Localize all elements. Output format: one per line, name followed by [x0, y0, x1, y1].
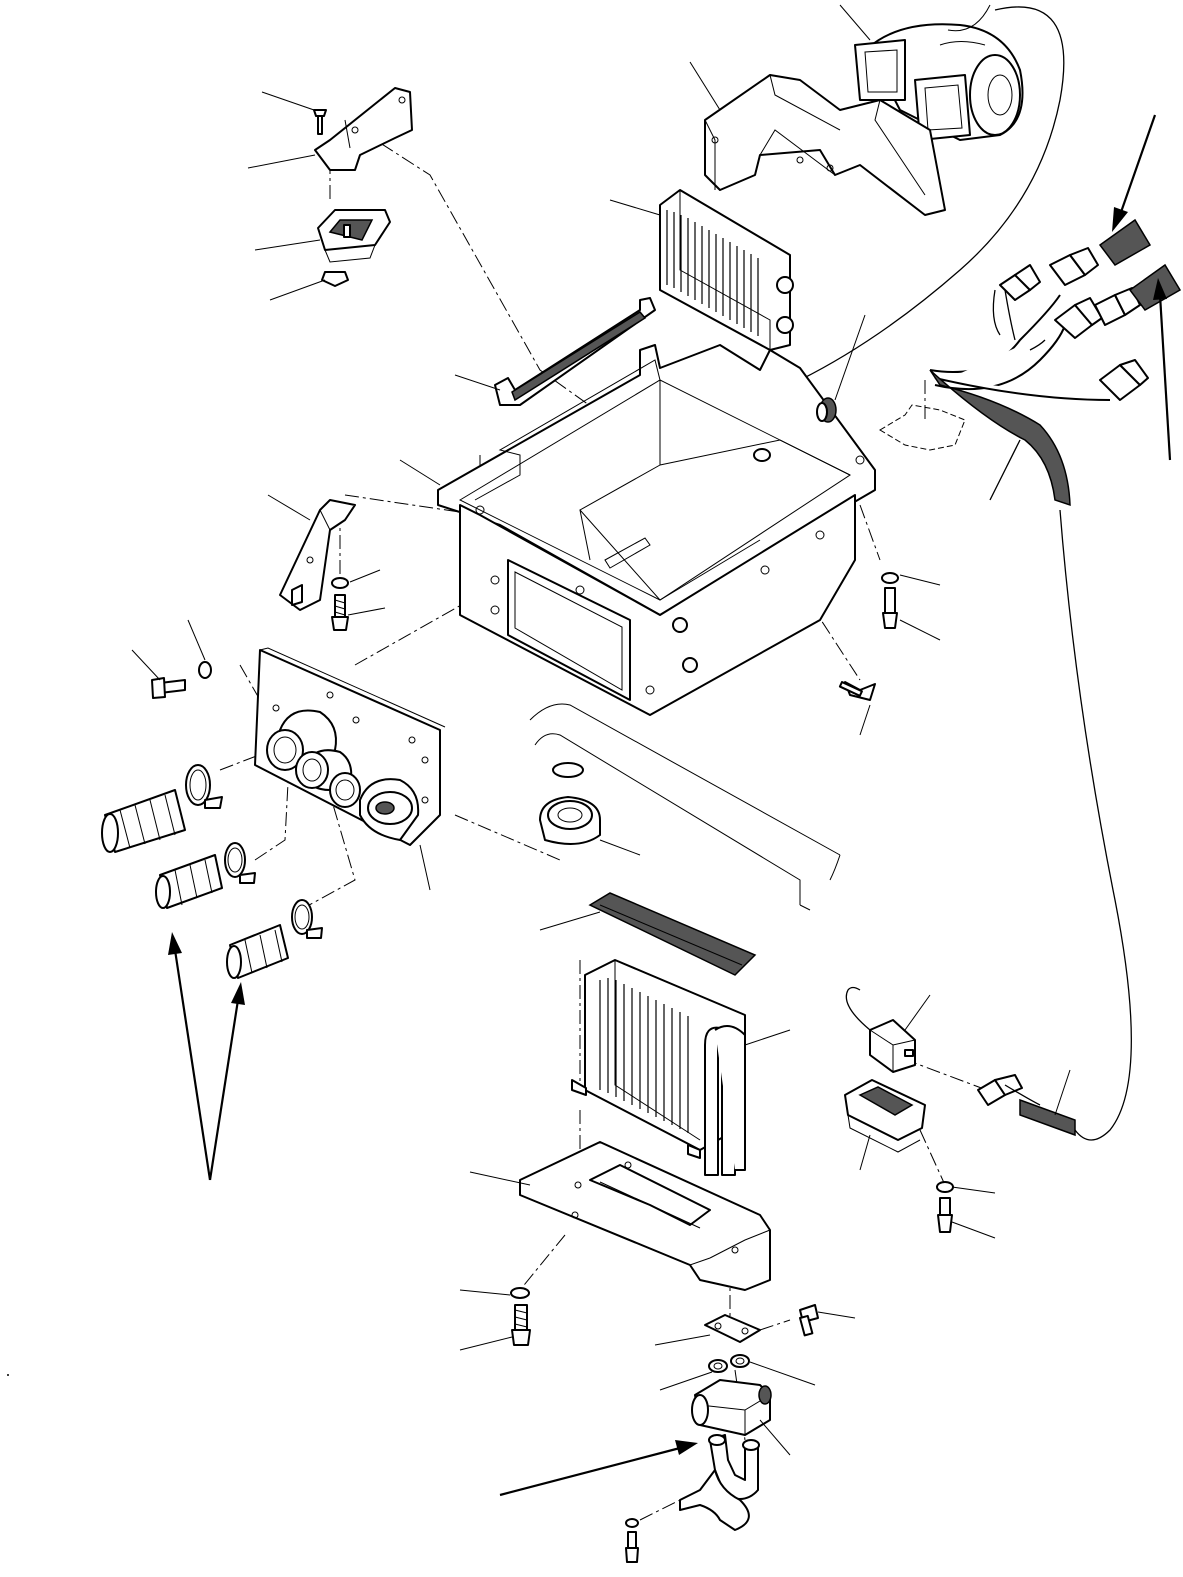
blower-motor-icon [854, 4, 1024, 141]
pipe-icon [679, 1434, 760, 1531]
screw-icon [936, 1181, 954, 1233]
heater-core-icon [659, 189, 794, 351]
screw-icon [625, 1518, 639, 1563]
callout-leader-lines [131, 4, 1071, 1456]
pointer-arrow-icon [1112, 114, 1172, 461]
grommet-icon [816, 397, 837, 423]
screw-icon [838, 572, 899, 701]
wire-harness-icon [929, 218, 1182, 1141]
outlet-plate-icon [254, 647, 446, 846]
resistor-icon [317, 209, 391, 263]
pointer-arrow-icon [499, 1440, 698, 1497]
housing-icon [437, 344, 876, 716]
screw-icon [510, 1287, 531, 1346]
mounting-bracket-icon [314, 87, 413, 171]
screw-icon [331, 577, 349, 631]
pointer-arrow-icon [168, 932, 245, 1181]
side-bracket-icon [279, 499, 356, 611]
gasket-icon [879, 404, 966, 451]
hose-icon [101, 764, 323, 979]
speck [7, 1374, 9, 1376]
air-filter-icon [588, 892, 757, 976]
screw-icon [313, 109, 349, 287]
screw-icon [151, 661, 212, 699]
screw-icon [708, 1304, 819, 1373]
duct-icon [704, 74, 946, 216]
connector-icon [977, 1074, 1076, 1137]
relay-icon [845, 986, 916, 1073]
base-plate-icon [519, 1141, 771, 1291]
grommet-icon [539, 762, 601, 845]
valve-icon [691, 1379, 772, 1436]
filter-strip-icon [494, 297, 656, 406]
floor-panel-icon [529, 703, 841, 911]
socket-icon [844, 1079, 926, 1153]
evaporator-icon [571, 959, 746, 1176]
bracket-icon [704, 1314, 761, 1343]
